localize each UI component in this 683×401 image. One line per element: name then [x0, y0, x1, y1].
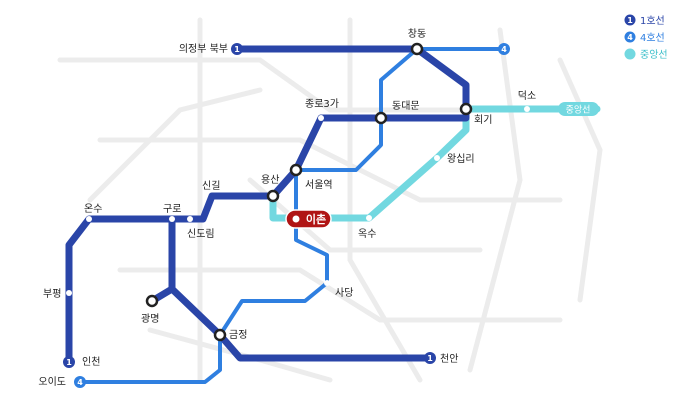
stop-jongno3ga: [318, 115, 324, 121]
svg-text:4호선: 4호선: [640, 32, 665, 44]
label-oido: 오이도: [38, 376, 66, 388]
badge-changdong-end: 4: [498, 43, 510, 55]
station-geumjeong: [213, 328, 227, 342]
current-station-ichon[interactable]: 이촌: [285, 209, 332, 229]
label-eunsu: 온수: [84, 203, 102, 215]
label-seoulyeok: 서울역: [305, 179, 333, 191]
station-dongdaemun: [374, 111, 388, 125]
label-guro: 구로: [163, 204, 181, 215]
label-yongsan: 용산: [261, 174, 279, 186]
label-changdong: 창동: [408, 28, 426, 40]
label-singil: 신길: [202, 179, 220, 192]
station-yongsan: [289, 163, 303, 177]
label-dongdaemun: 동대문: [392, 100, 420, 112]
label-oksu: 옥수: [358, 228, 376, 240]
label-bupyeong: 부평: [43, 288, 61, 300]
jungang-end-pill: [558, 102, 599, 116]
line1-south2: [168, 285, 434, 362]
svg-text:4: 4: [627, 33, 633, 42]
line4-route: [78, 47, 419, 384]
stop-guro: [169, 216, 175, 222]
legend: 1 1호선 4 4호선 중앙선: [624, 14, 668, 61]
label-incheon: 인천: [82, 356, 100, 368]
label-uijeongbu: 의정부 북부: [179, 43, 228, 55]
label-geumjeong: 금정: [229, 329, 247, 341]
svg-text:4: 4: [77, 378, 83, 387]
stop-deokso: [524, 106, 530, 112]
station-changdong: [410, 42, 424, 56]
label-hoegi: 회기: [474, 114, 492, 126]
background-network: [57, 17, 603, 383]
label-gwangmyeong: 광명: [141, 313, 159, 325]
svg-text:1: 1: [627, 16, 633, 25]
stop-eunsu: [86, 216, 92, 222]
svg-text:1호선: 1호선: [640, 15, 665, 27]
station-gwangmyeong: [145, 294, 159, 308]
label-jongno3ga: 종로3가: [305, 98, 339, 110]
label-sadang: 사당: [335, 287, 353, 299]
label-deokso: 덕소: [518, 90, 536, 102]
legend-jungang: 중앙선: [624, 48, 668, 61]
svg-text:중앙선: 중앙선: [640, 49, 668, 61]
badge-cheonan: 1: [424, 352, 436, 364]
stop-wangsimni: [434, 155, 440, 161]
station-singil: [266, 189, 280, 203]
badge-uijeongbu: 1: [231, 43, 243, 55]
badge-oido: 4: [74, 376, 86, 388]
svg-text:4: 4: [501, 45, 507, 54]
stop-bupyeong: [66, 290, 72, 296]
label-sindorim: 신도림: [187, 228, 215, 240]
label-jungangseon: 중앙선: [566, 104, 591, 116]
stop-sadang: [324, 280, 330, 286]
legend-line1: 1 1호선: [624, 14, 665, 27]
line1-north: [233, 45, 470, 113]
label-ichon: 이촌: [306, 212, 326, 226]
svg-text:1: 1: [66, 358, 72, 367]
label-cheonan: 천안: [440, 353, 458, 365]
stop-sindorim: [187, 216, 193, 222]
transfer-stations: [145, 42, 473, 342]
svg-text:1: 1: [427, 354, 433, 363]
label-wangsimni: 왕십리: [447, 153, 475, 165]
badge-incheon: 1: [63, 356, 75, 368]
stop-oksu: [366, 215, 372, 221]
minor-stops: [66, 106, 530, 296]
station-hoegi: [459, 102, 473, 116]
line1-main: [65, 105, 470, 366]
svg-text:1: 1: [234, 45, 240, 54]
legend-line4: 4 4호선: [624, 31, 665, 44]
